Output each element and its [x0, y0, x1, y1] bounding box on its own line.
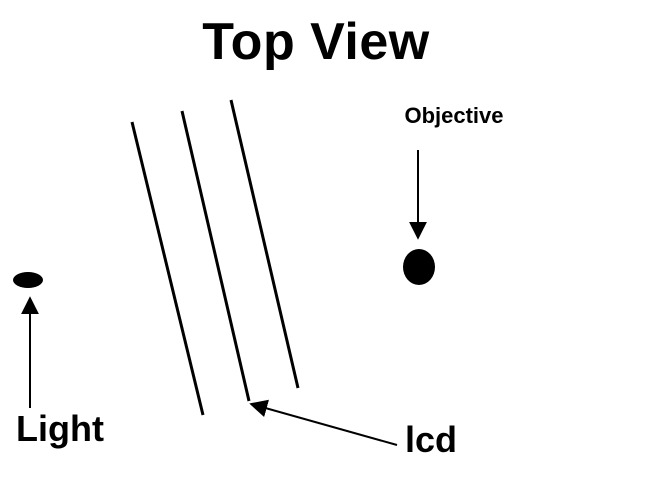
lcd-panel-line-3	[229, 99, 300, 389]
lcd-label: lcd	[405, 419, 457, 460]
light-source-dot	[13, 272, 43, 288]
objective-label: Objective	[404, 103, 503, 128]
lcd-arrow	[249, 399, 398, 446]
light-label: Light	[16, 408, 104, 449]
objective-dot	[403, 249, 435, 285]
diagram-title: Top View	[202, 13, 430, 71]
lcd-panel-line-1	[130, 121, 205, 416]
lcd-panel-line-2	[180, 110, 251, 402]
